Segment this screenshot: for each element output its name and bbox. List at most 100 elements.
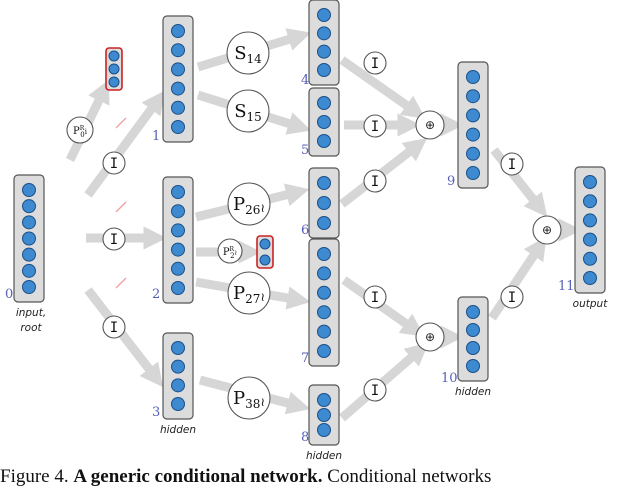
node-9: 9	[447, 61, 489, 189]
node-4-label: 4	[301, 73, 309, 88]
figure-caption: Figure 4. A generic conditional network.…	[0, 466, 640, 488]
neuron	[317, 63, 331, 77]
operator-i1011: I	[500, 285, 524, 309]
neuron	[583, 271, 597, 285]
operator-sub: 27	[245, 292, 260, 306]
neuron	[317, 134, 331, 148]
operator-label: I	[508, 157, 516, 173]
operator-s15: S15	[226, 89, 270, 133]
caption-title: A generic conditional network.	[73, 466, 323, 487]
operator-main: P	[73, 126, 80, 137]
conditional-network-diagram: 0input,root123hidden45678hidden910hidden…	[5, 0, 609, 462]
operator-p27: P27≀	[227, 271, 271, 315]
node-1: 1	[152, 15, 194, 144]
node-6-label: 6	[301, 223, 309, 238]
neuron	[171, 281, 185, 295]
router-output-r0	[105, 47, 123, 91]
node-11-box	[574, 166, 606, 294]
neuron	[22, 280, 36, 294]
operator-i69: I	[363, 169, 387, 193]
node-7: 7	[301, 238, 340, 367]
neuron	[171, 359, 185, 374]
operator-sub: 15	[247, 110, 262, 124]
neuron	[583, 213, 597, 228]
neuron	[317, 305, 331, 320]
neuron	[171, 81, 185, 96]
node-0-label: 0	[5, 287, 13, 302]
neuron	[22, 247, 36, 262]
operator-label: P26≀	[233, 194, 265, 217]
neuron	[583, 251, 597, 266]
neuron	[466, 70, 480, 84]
operator-s14: S14	[226, 31, 270, 75]
operator-circle	[227, 182, 271, 226]
operator-main: S	[234, 43, 246, 64]
neuron	[317, 216, 331, 230]
operator-circle	[500, 285, 524, 309]
node-1-box	[162, 15, 194, 143]
caption-prefix: Figure 4.	[0, 466, 69, 487]
operator-i02: I	[102, 227, 126, 251]
operator-circle	[102, 227, 126, 251]
node-8-sublabel: hidden	[306, 450, 342, 462]
operator-label: P27≀	[233, 283, 265, 306]
node-6: 6	[301, 167, 340, 239]
node-9-label: 9	[447, 174, 455, 189]
neuron	[171, 261, 185, 276]
operator-circle	[217, 238, 243, 264]
node-7-label: 7	[301, 351, 309, 366]
neuron	[466, 359, 480, 373]
operator-sub: 0	[80, 131, 84, 139]
operator-circle	[363, 114, 387, 138]
node-8: 8 hidden	[301, 384, 342, 462]
neuron	[583, 194, 597, 209]
neuron	[171, 24, 185, 38]
operator-circle	[226, 31, 270, 75]
neuron	[108, 50, 120, 62]
neuron	[22, 263, 36, 278]
neuron	[171, 341, 185, 355]
neuron	[171, 120, 185, 134]
neuron	[317, 8, 331, 22]
neuron	[466, 166, 480, 180]
node-3-box	[162, 332, 194, 420]
operator-label: I	[371, 383, 379, 399]
operator-p26: P26≀	[227, 182, 271, 226]
node-5-label: 5	[301, 143, 309, 158]
neuron	[466, 89, 480, 104]
node-11-sublabel: output	[573, 298, 609, 310]
node-2-box	[162, 176, 194, 304]
operator-label: I	[371, 56, 379, 72]
operator-sub: 14	[247, 52, 263, 66]
node-10-label: 10	[441, 371, 458, 386]
neuron	[317, 44, 331, 59]
combiner-symbol: ⊕	[425, 330, 435, 344]
neuron	[317, 26, 331, 41]
node-1-label: 1	[152, 129, 160, 144]
route-dash	[115, 117, 127, 129]
combiner-circle	[415, 322, 445, 352]
operator-label: P38≀	[233, 388, 265, 411]
operator-label: S15	[234, 101, 262, 124]
operator-circle	[363, 51, 387, 75]
operator-circle	[226, 89, 270, 133]
neuron	[466, 127, 480, 142]
operator-label: I	[371, 290, 379, 306]
operator-suffix: i	[85, 128, 88, 136]
caption-rest: Conditional networks	[327, 466, 492, 487]
neuron	[317, 393, 331, 407]
route-dash	[115, 201, 127, 213]
operator-main: P	[233, 194, 245, 215]
neuron	[22, 183, 36, 197]
neuron	[171, 378, 185, 393]
neuron	[466, 146, 480, 161]
node-5: 5	[301, 87, 340, 158]
combiner-symbol: ⊕	[542, 223, 552, 237]
operator-sub: 26	[245, 203, 260, 217]
node-8-label: 8	[301, 430, 309, 445]
